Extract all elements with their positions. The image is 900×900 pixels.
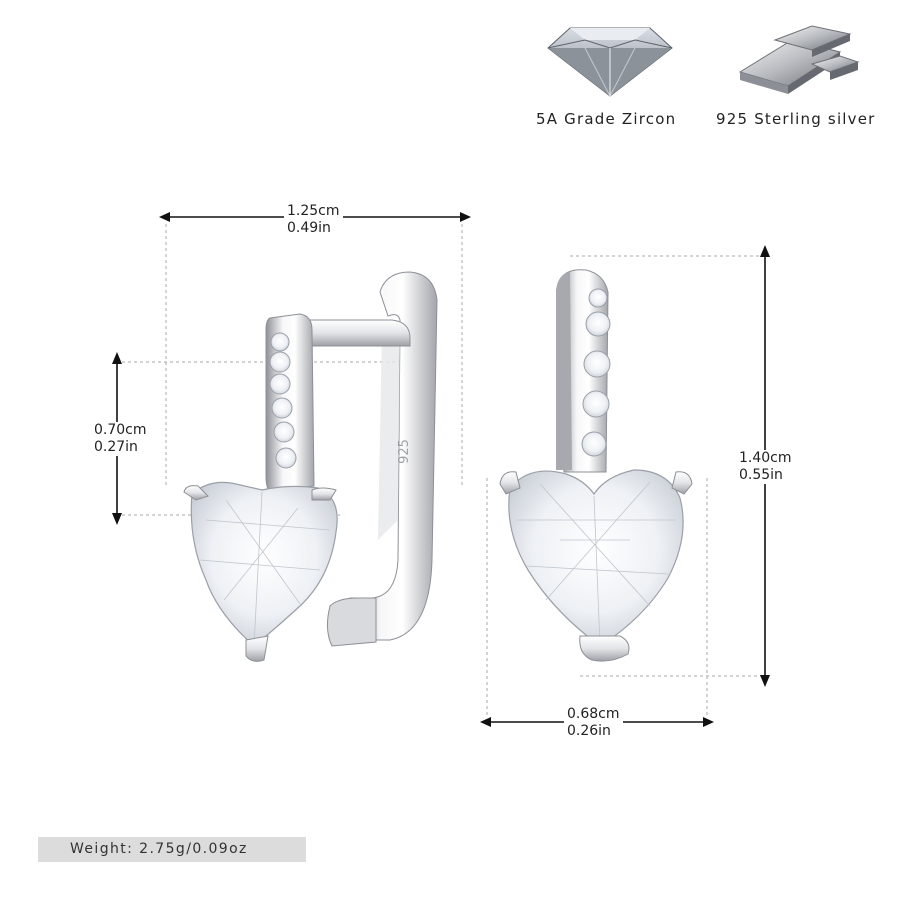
earring-front-view — [499, 269, 693, 662]
side-width-cm: 1.25cm — [287, 203, 340, 219]
weight-label: Weight: 2.75g/0.09oz — [38, 837, 306, 862]
side-height-label: 0.70cm 0.27in — [91, 422, 150, 456]
hallmark-stamp: 925 — [396, 439, 412, 464]
silver-label: 925 Sterling silver — [716, 110, 876, 128]
front-width-cm: 0.68cm — [567, 706, 620, 722]
front-width-label: 0.68cm 0.26in — [564, 706, 623, 740]
front-height-in: 0.55in — [739, 467, 783, 483]
earring-side-view — [183, 271, 438, 662]
dimension-arrows — [112, 212, 770, 727]
front-height-cm: 1.40cm — [739, 450, 792, 466]
front-width-in: 0.26in — [567, 723, 611, 739]
side-height-cm: 0.70cm — [94, 422, 147, 438]
side-height-in: 0.27in — [94, 439, 138, 455]
front-height-label: 1.40cm 0.55in — [736, 450, 795, 484]
side-width-label: 1.25cm 0.49in — [284, 203, 343, 237]
silver-bars-icon — [738, 25, 860, 94]
zircon-gem-icon — [547, 27, 673, 97]
zircon-label: 5A Grade Zircon — [536, 110, 677, 128]
side-width-in: 0.49in — [287, 220, 331, 236]
guide-lines — [122, 224, 765, 718]
